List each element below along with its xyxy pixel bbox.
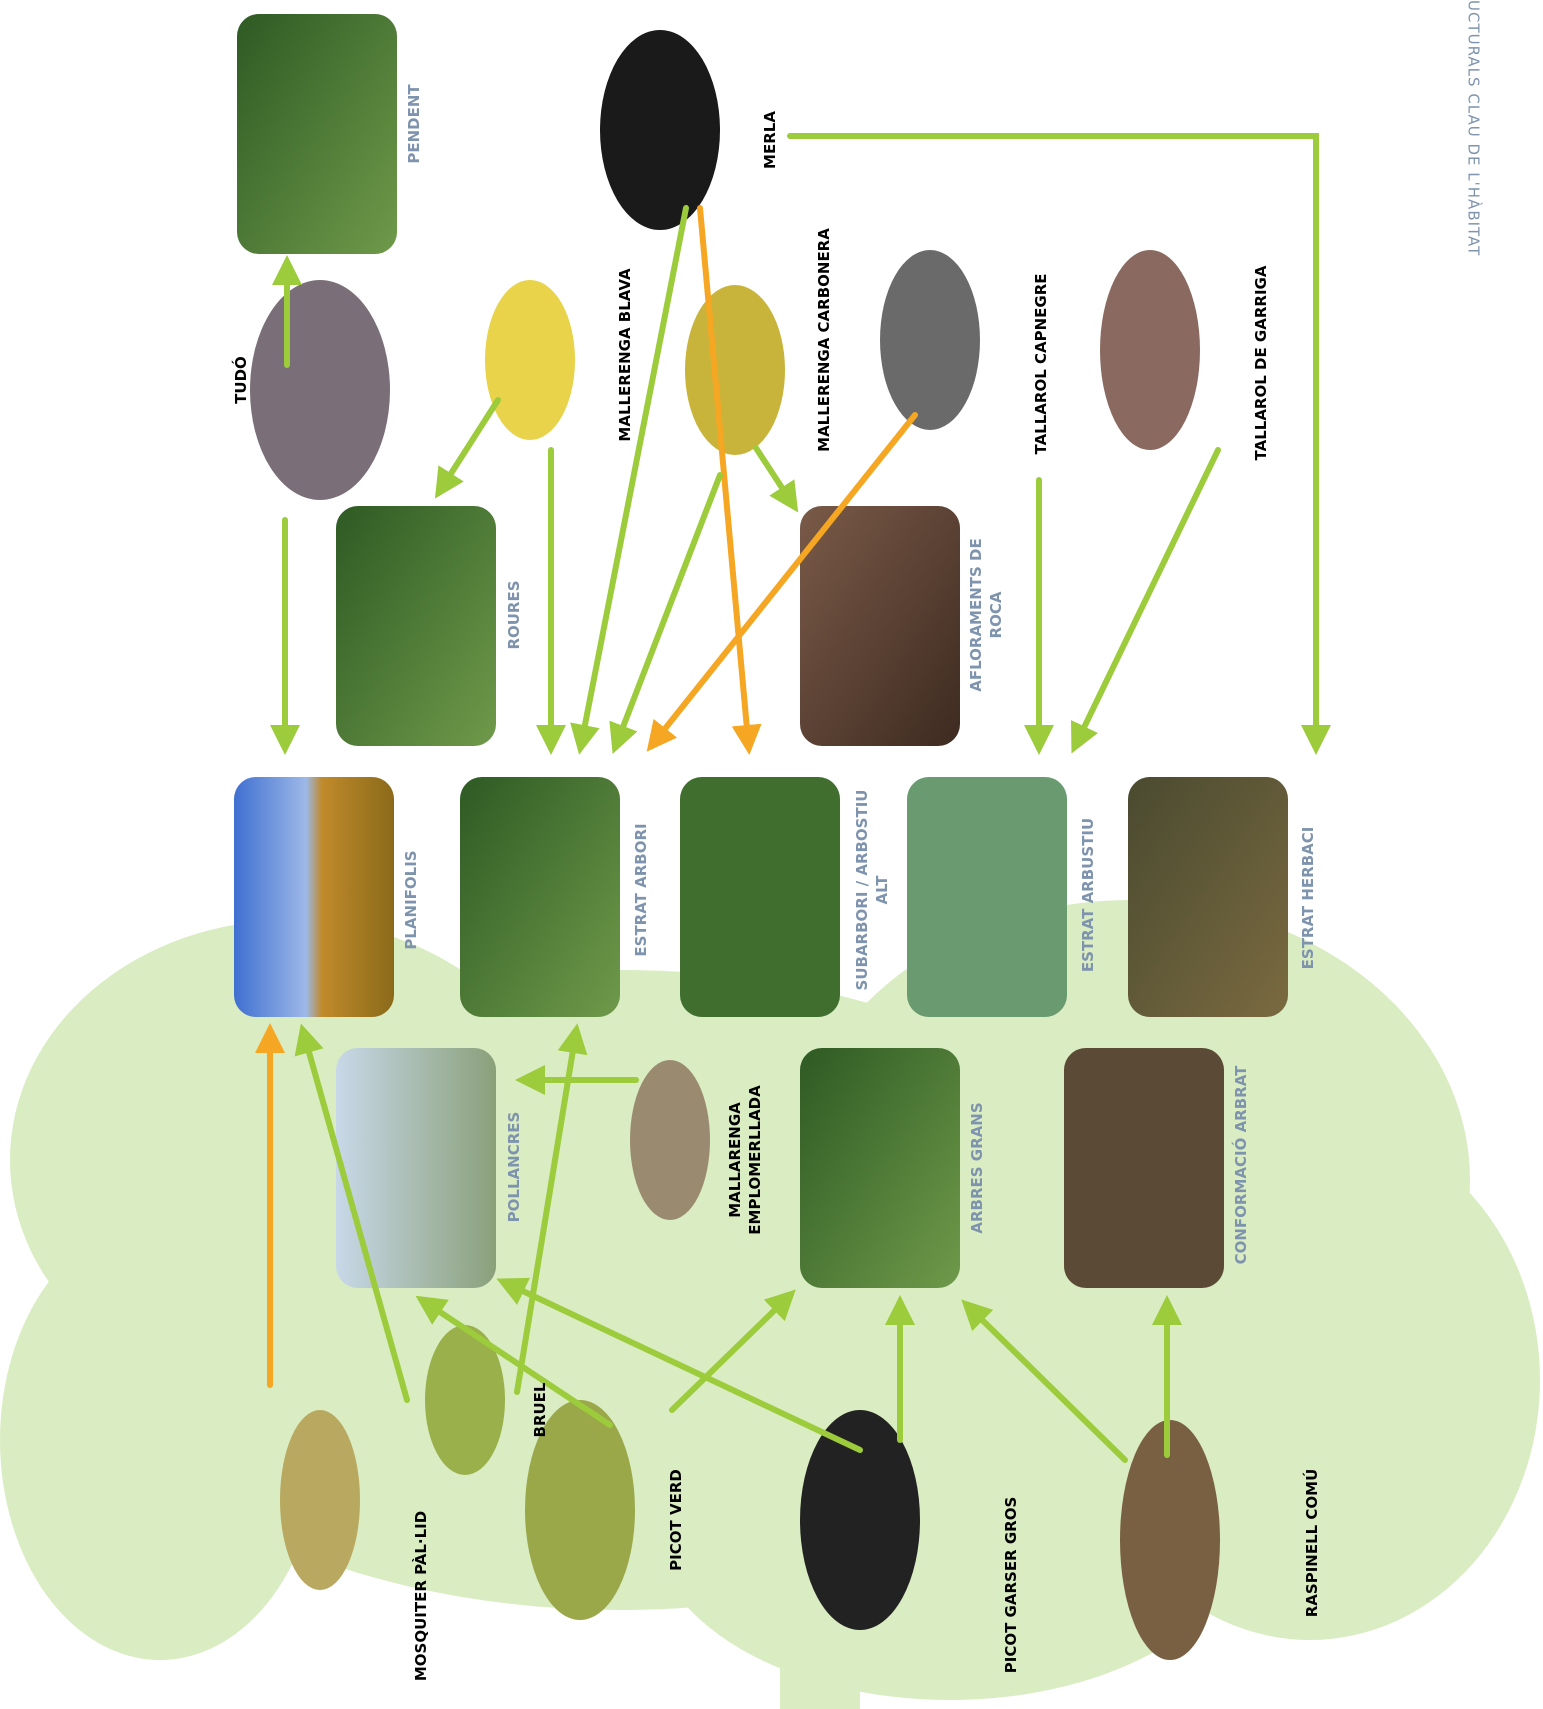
bird-picot-garser [800, 1410, 920, 1630]
photo-estrat-arbori [460, 777, 620, 1017]
arrow-garriga-estrat-arbustiu [1078, 450, 1218, 740]
bird-mallarenga-emplomerllada [630, 1060, 710, 1220]
photo-subarbori [680, 777, 840, 1017]
label-bruel: BRUEL [531, 1382, 549, 1437]
arrow-merla-estrat-arbori-green [582, 208, 686, 740]
bird-mosquiter [280, 1410, 360, 1590]
photo-arbres-grans [800, 1048, 960, 1288]
label-subarbori-1: SUBARBORI / ARBOSTIU [853, 790, 871, 991]
label-estrat-arbustiu: ESTRAT ARBUSTIU [1079, 818, 1097, 972]
bird-mallerenga-blava [485, 280, 575, 440]
photo-estrat-arbustiu [907, 777, 1067, 1017]
label-afloraments-2: ROCA [987, 591, 1005, 638]
photo-afloraments-roca [800, 506, 960, 746]
label-conformacio-arbrat: CONFORMACIÓ ARBRAT [1231, 1065, 1250, 1265]
bird-tallarol-capnegre [880, 250, 980, 430]
label-picot-garser: PICOT GARSER GROS [1002, 1497, 1020, 1674]
label-tudo: TUDÓ [231, 356, 250, 404]
arrow-carbonera-aflor [756, 448, 790, 500]
bird-mallerenga-carbonera [685, 285, 785, 455]
label-merla: MERLA [761, 111, 779, 169]
label-planifolis: PLANIFOLIS [402, 850, 420, 949]
arrow-blava-roures [443, 400, 498, 486]
label-mallerenga-blava: MALLERENGA BLAVA [616, 268, 634, 442]
arrow-carbonera-estrat-arbori [618, 475, 720, 740]
photo-conformacio-arbrat [1064, 1048, 1224, 1288]
label-estrat-arbori: ESTRAT ARBORI [632, 823, 650, 956]
label-subarbori-2: ALT [873, 875, 891, 905]
photo-roures [336, 506, 496, 746]
label-afloraments-1: AFLORAMENTS DE [967, 538, 985, 691]
label-tallarol-capnegre: TALLAROL CAPNEGRE [1032, 273, 1050, 454]
label-tallarol-garriga: TALLAROL DE GARRIGA [1252, 265, 1270, 460]
label-mosquiter: MOSQUITER PÀL·LID [411, 1511, 430, 1681]
bird-raspinell [1120, 1420, 1220, 1660]
side-title: UCTURALS CLAU DE L'HÀBITAT [1465, 0, 1484, 256]
photo-estrat-herbaci [1128, 777, 1288, 1017]
label-pendent: PENDENT [405, 84, 423, 164]
label-roures: ROURES [505, 580, 523, 649]
photo-planifolis [234, 777, 394, 1017]
label-raspinell: RASPINELL COMÚ [1302, 1469, 1321, 1618]
label-arbres-grans: ARBRES GRANS [968, 1102, 986, 1233]
label-mallarenga-empl-2: EMPLOMERLLADA [746, 1085, 764, 1235]
photo-pollancres [336, 1048, 496, 1288]
label-mallerenga-carbonera: MALLERENGA CARBONERA [815, 228, 833, 452]
bird-tallarol-garriga [1100, 250, 1200, 450]
label-picot-verd: PICOT VERD [667, 1469, 685, 1571]
label-estrat-herbaci: ESTRAT HERBACI [1299, 827, 1317, 970]
bird-merla [600, 30, 720, 230]
label-pollancres: POLLANCRES [505, 1112, 523, 1223]
bird-tudo [250, 280, 390, 500]
photo-pendent [237, 14, 397, 254]
label-mallarenga-empl-1: MALLARENGA [726, 1102, 744, 1218]
